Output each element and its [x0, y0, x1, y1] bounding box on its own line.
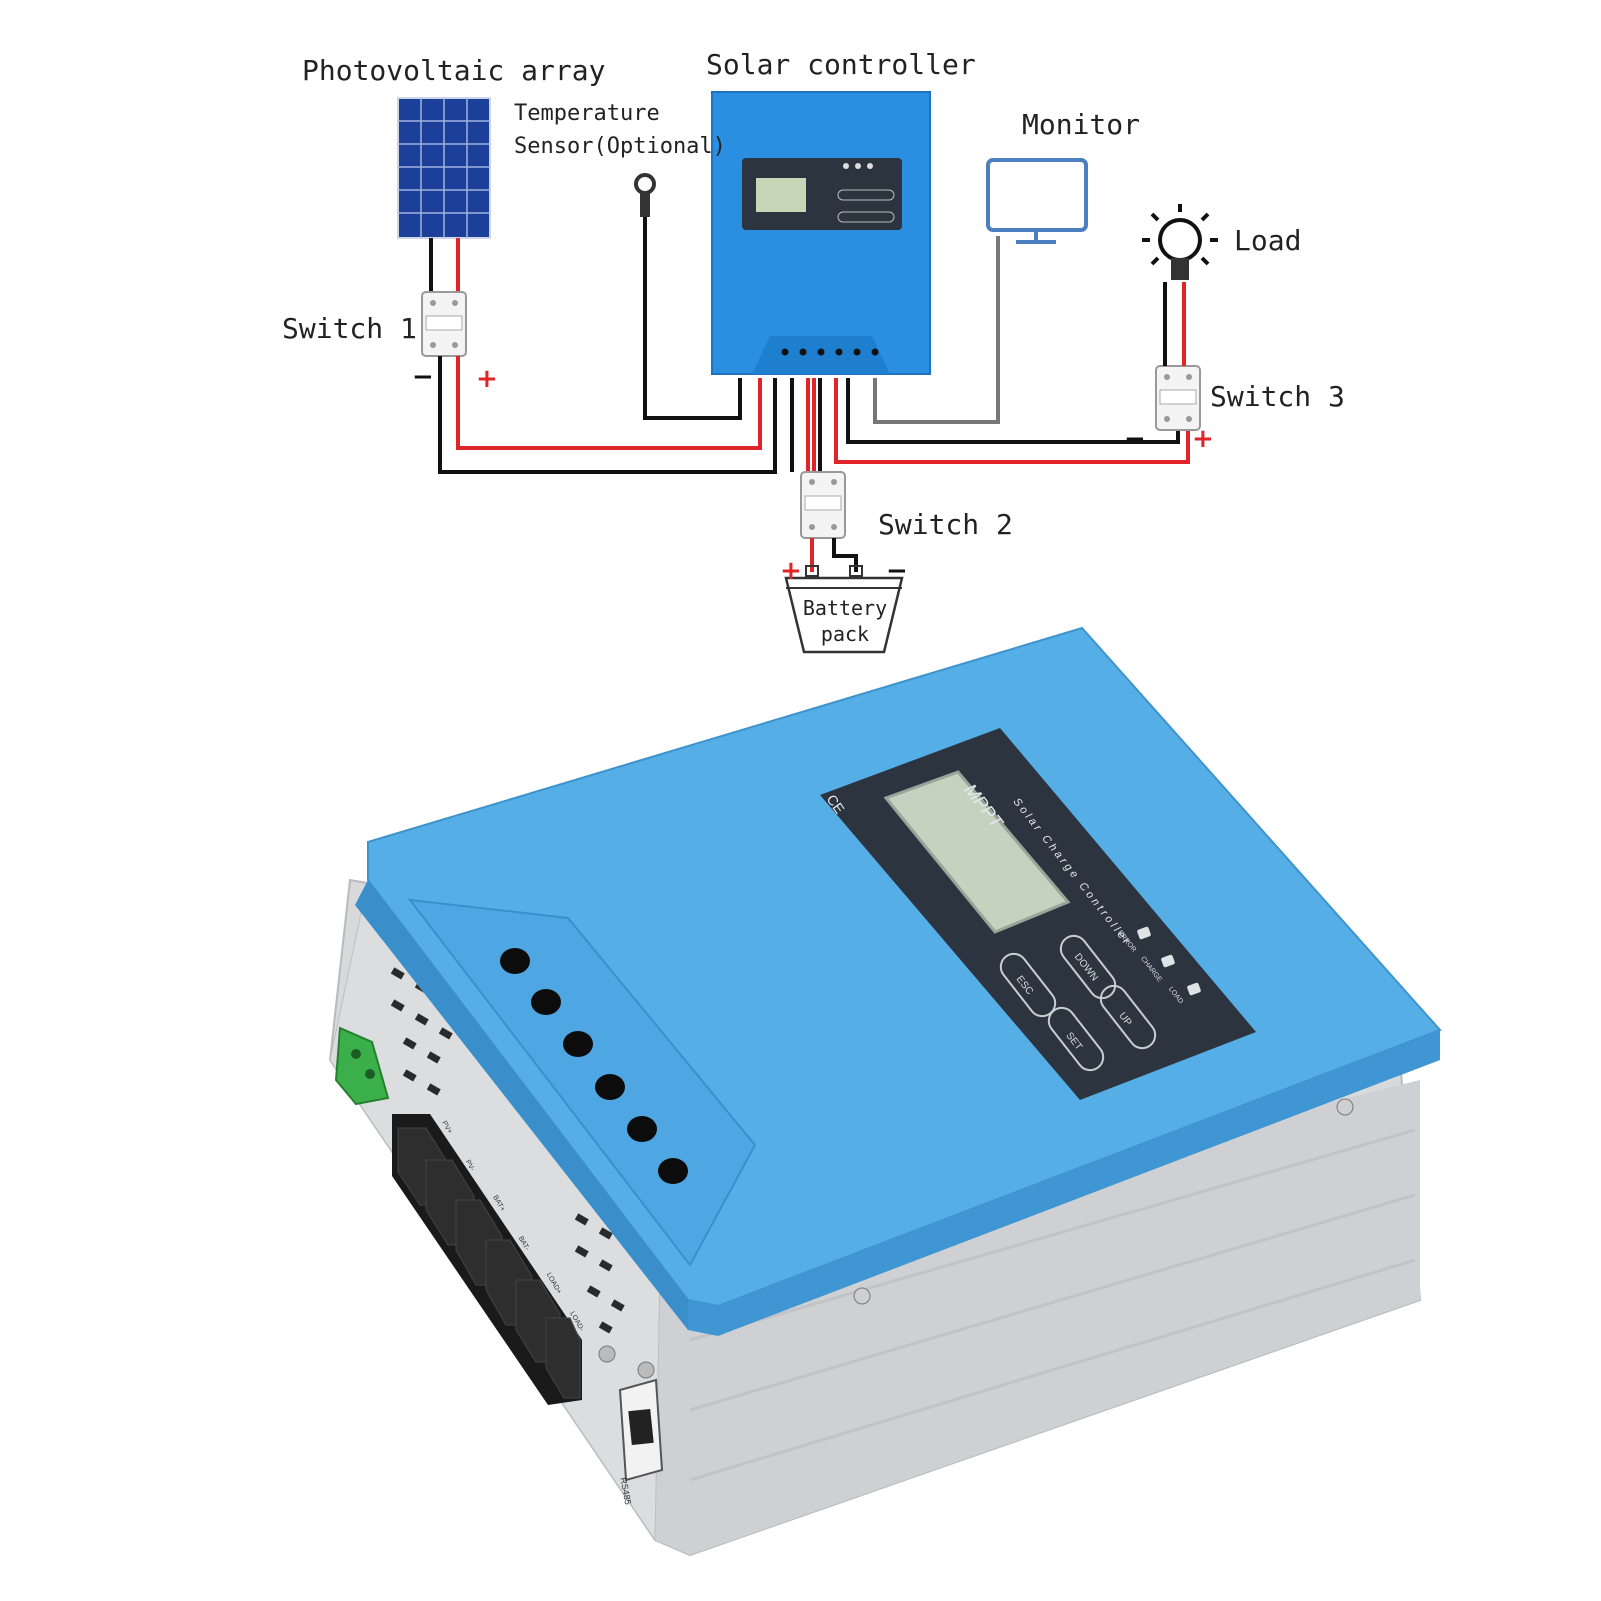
control-panel [820, 728, 1256, 1100]
label-battery-line1: Battery [802, 596, 888, 620]
lcd-screen [883, 770, 1071, 934]
label-monitor: Monitor [1022, 108, 1141, 141]
bezel-holes [500, 948, 688, 1184]
label-solar-controller: Solar controller [706, 48, 976, 81]
rs485-port [618, 1378, 664, 1482]
label-temperature-sensor-line1: Temperature [514, 101, 660, 126]
polarity-plus-switch3: + [1192, 424, 1214, 454]
polarity-minus-switch3: − [1124, 424, 1146, 454]
battery-pack-icon [784, 565, 904, 654]
switch-2-icon [800, 471, 846, 539]
label-switch-1: Switch 1 [282, 312, 417, 345]
label-switch-3: Switch 3 [1210, 380, 1345, 413]
polarity-plus-switch1: + [476, 364, 498, 394]
label-switch-2: Switch 2 [878, 508, 1013, 541]
label-photovoltaic-array: Photovoltaic array [302, 54, 606, 87]
polarity-minus-switch1: − [412, 362, 434, 392]
switch-1-icon [421, 291, 467, 357]
label-load: Load [1234, 224, 1302, 257]
label-temperature-sensor-line2: Sensor(Optional) [514, 134, 726, 159]
green-connector [334, 1026, 390, 1106]
solar-controller-icon [711, 91, 931, 375]
product-illustration [328, 626, 1442, 1557]
polarity-minus-battery: − [886, 556, 908, 586]
light-bulb-icon [1142, 204, 1218, 280]
solar-panel-icon [397, 97, 491, 239]
switch-3-icon [1155, 365, 1201, 431]
monitor-icon [986, 158, 1088, 244]
label-battery-line2: pack [820, 622, 870, 646]
wiring-diagram [397, 91, 1218, 654]
temperature-sensor-icon [634, 173, 656, 217]
polarity-plus-battery: + [780, 556, 802, 586]
